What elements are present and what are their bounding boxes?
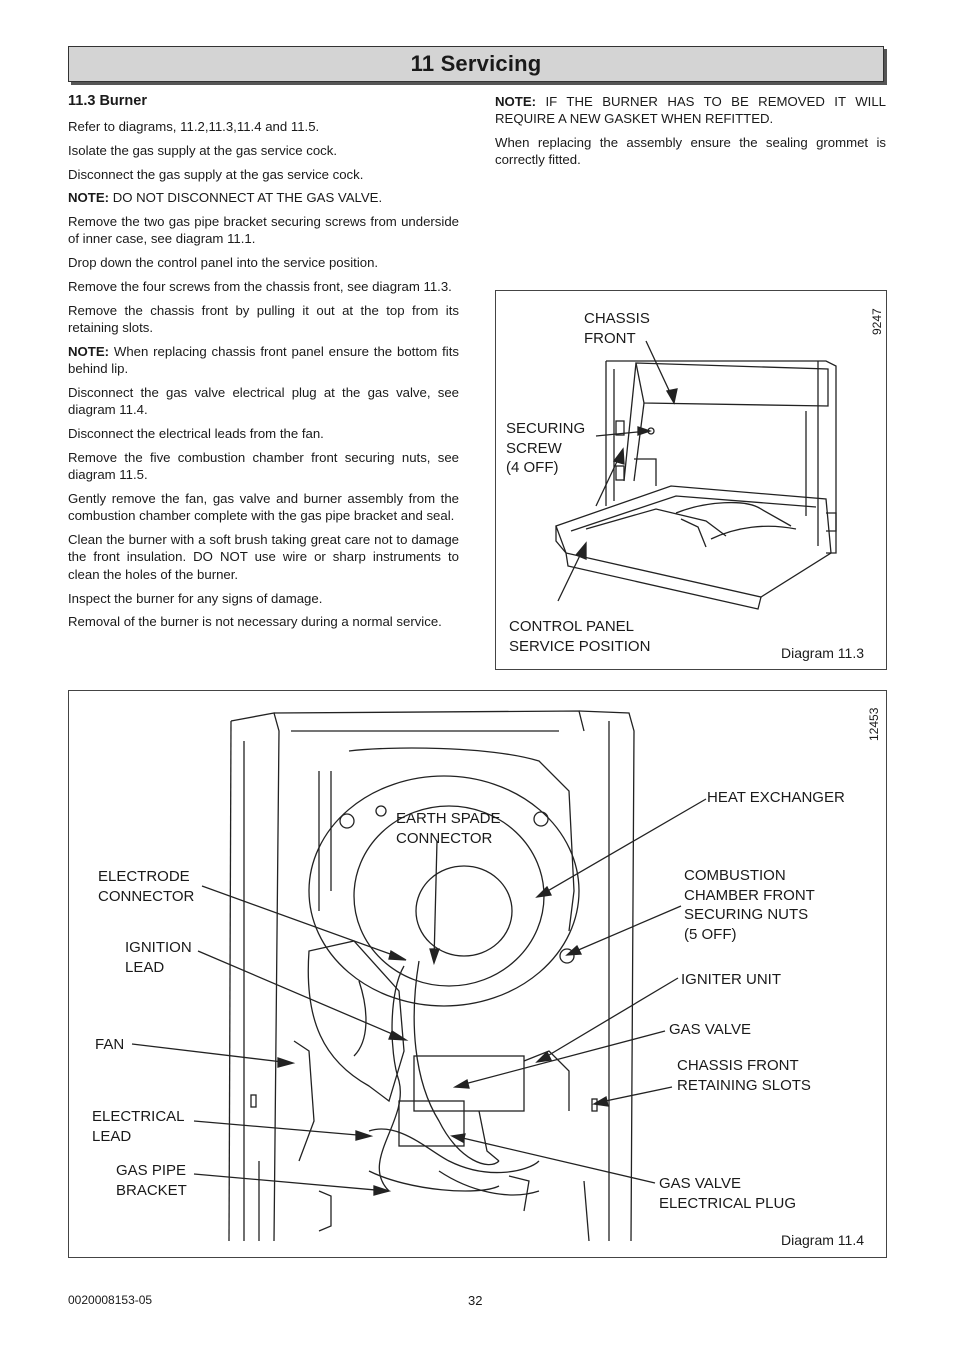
ref-9247: 9247 — [870, 308, 884, 335]
left-column: 11.3 Burner Refer to diagrams, 11.2,11.3… — [68, 93, 459, 637]
paragraph-text: IF THE BURNER HAS TO BE REMOVED IT WILL … — [495, 94, 886, 127]
paragraph-text: Disconnect the electrical leads from the… — [68, 426, 324, 442]
paragraph-text: Remove the four screws from the chassis … — [68, 279, 452, 295]
paragraph-text: DO NOT DISCONNECT AT THE GAS VALVE. — [109, 190, 383, 206]
label-control-panel: CONTROL PANEL SERVICE POSITION — [509, 618, 651, 655]
paragraph: NOTE: DO NOT DISCONNECT AT THE GAS VALVE… — [68, 189, 459, 206]
paragraph: Isolate the gas supply at the gas servic… — [68, 142, 459, 159]
right-paragraphs: NOTE: IF THE BURNER HAS TO BE REMOVED IT… — [495, 93, 886, 169]
paragraph: Disconnect the electrical leads from the… — [68, 425, 459, 442]
label-igniter-unit: IGNITER UNIT — [681, 971, 781, 988]
page-number: 32 — [468, 1293, 483, 1308]
paragraph: Refer to diagrams, 11.2,11.3,11.4 and 11… — [68, 118, 459, 135]
paragraph: Gently remove the fan, gas valve and bur… — [68, 490, 459, 525]
label-earth-spade: EARTH SPADE CONNECTOR — [396, 810, 501, 847]
label-fan: FAN — [95, 1036, 125, 1053]
paragraph-text: When replacing chassis front panel ensur… — [68, 343, 459, 377]
label-electrode-connector: ELECTRODE CONNECTOR — [98, 868, 195, 905]
note-label: NOTE: — [68, 190, 110, 206]
paragraph: Remove the five combustion chamber front… — [68, 449, 459, 484]
label-securing-screw: SECURING SCREW (4 OFF) — [506, 420, 586, 476]
paragraph: Remove the two gas pipe bracket securing… — [68, 213, 459, 248]
paragraph: Clean the burner with a soft brush takin… — [68, 531, 459, 583]
paragraph: NOTE: IF THE BURNER HAS TO BE REMOVED IT… — [495, 93, 886, 128]
label-heat-exchanger: HEAT EXCHANGER — [707, 789, 845, 806]
document-code: 0020008153-05 — [68, 1293, 153, 1307]
note-label: NOTE: — [68, 343, 110, 359]
label-chassis-slots: CHASSIS FRONT RETAINING SLOTS — [677, 1057, 811, 1094]
diagram-11-4-drawing — [131, 710, 707, 1242]
right-column: NOTE: IF THE BURNER HAS TO BE REMOVED IT… — [495, 93, 886, 175]
label-gas-pipe-bracket: GAS PIPE BRACKET — [116, 1162, 187, 1199]
paragraph-text: Remove the five combustion chamber front… — [68, 449, 459, 483]
paragraph-text: Remove the two gas pipe bracket securing… — [68, 214, 459, 247]
section-header: 11 Servicing — [68, 46, 884, 82]
ref-12453: 12453 — [867, 707, 881, 741]
paragraph-text: Disconnect the gas valve electrical plug… — [68, 385, 459, 418]
paragraph-text: Disconnect the gas supply at the gas ser… — [68, 166, 364, 182]
paragraph: NOTE: When replacing chassis front panel… — [68, 343, 459, 378]
label-gas-valve-plug: GAS VALVE ELECTRICAL PLUG — [659, 1175, 796, 1212]
label-chassis-front: CHASSIS FRONT — [584, 310, 650, 347]
label-combustion-nuts: COMBUSTION CHAMBER FRONT SECURING NUTS (… — [684, 867, 815, 943]
diagram-11-3-drawing — [555, 340, 837, 610]
paragraph-text: When replacing the assembly ensure the s… — [495, 135, 886, 168]
label-electrical-lead: ELECTRICAL LEAD — [92, 1108, 185, 1145]
paragraph-text: Isolate the gas supply at the gas servic… — [68, 142, 338, 158]
subsection-heading: 11.3 Burner — [68, 93, 147, 109]
paragraph-text: Remove the chassis front by pulling it o… — [68, 302, 459, 336]
paragraph: Remove the chassis front by pulling it o… — [68, 302, 459, 337]
note-label: NOTE: — [495, 94, 537, 109]
paragraph: When replacing the assembly ensure the s… — [495, 134, 886, 169]
diagram-11-4: EARTH SPADE CONNECTOR HEAT EXCHANGER ELE… — [68, 690, 887, 1258]
paragraph: Drop down the control panel into the ser… — [68, 254, 459, 271]
paragraph: Disconnect the gas valve electrical plug… — [68, 384, 459, 419]
caption-diagram-11-3: Diagram 11.3 — [781, 645, 865, 661]
paragraph: Removal of the burner is not necessary d… — [68, 613, 459, 630]
paragraph-text: Inspect the burner for any signs of dama… — [68, 590, 323, 606]
paragraph: Inspect the burner for any signs of dama… — [68, 590, 459, 607]
paragraph: Disconnect the gas supply at the gas ser… — [68, 166, 459, 183]
paragraph-text: Removal of the burner is not necessary d… — [68, 614, 442, 630]
paragraph-text: Clean the burner with a soft brush takin… — [68, 532, 459, 582]
diagram-11-3: CHASSIS FRONT SECURING SCREW (4 OFF) CON… — [495, 290, 887, 670]
paragraph-text: Drop down the control panel into the ser… — [68, 255, 379, 271]
left-paragraphs: Refer to diagrams, 11.2,11.3,11.4 and 11… — [68, 118, 459, 631]
caption-diagram-11-4: Diagram 11.4 — [781, 1232, 865, 1248]
section-title: 11 Servicing — [410, 51, 542, 76]
label-ignition-lead: IGNITION LEAD — [125, 939, 192, 976]
paragraph-text: Refer to diagrams, 11.2,11.3,11.4 and 11… — [68, 119, 320, 134]
label-gas-valve: GAS VALVE — [669, 1021, 751, 1038]
paragraph-text: Gently remove the fan, gas valve and bur… — [68, 491, 459, 524]
paragraph: Remove the four screws from the chassis … — [68, 278, 459, 295]
